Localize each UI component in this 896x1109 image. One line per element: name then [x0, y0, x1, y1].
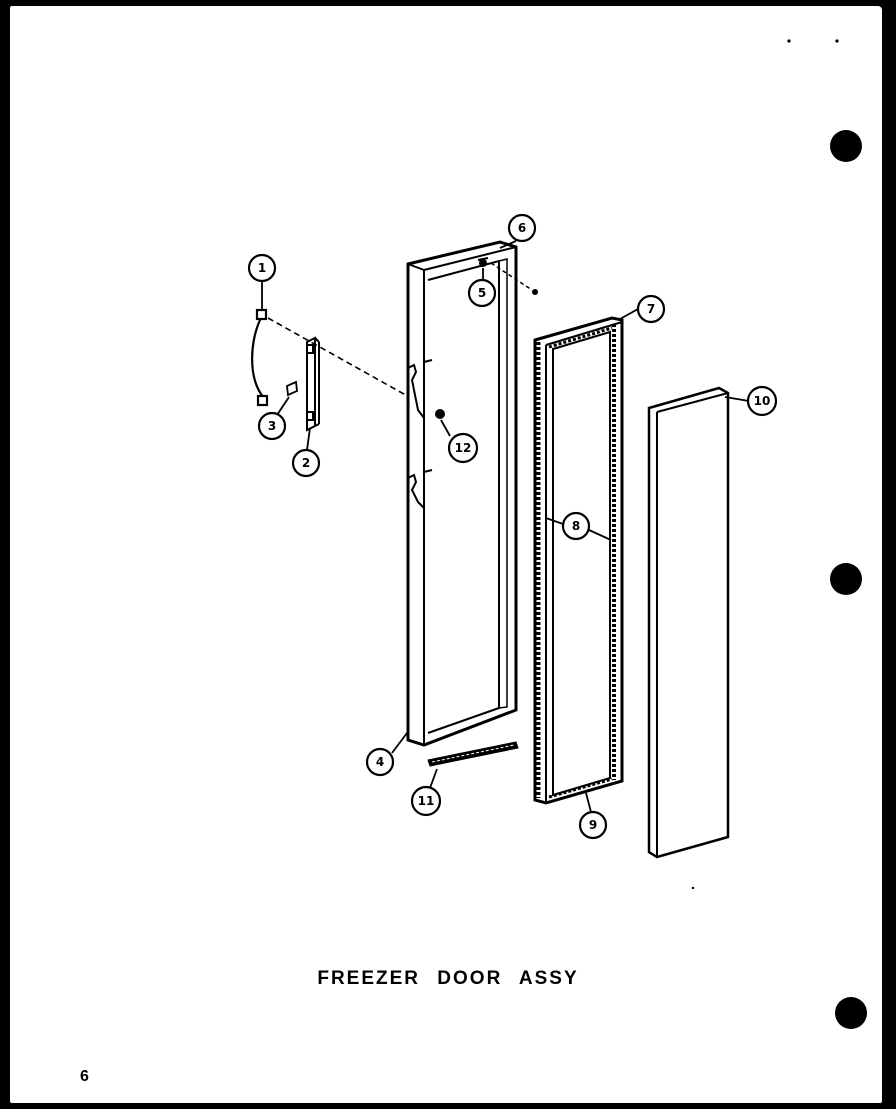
- callout-label: 9: [589, 818, 597, 832]
- callout-3: 3: [257, 411, 287, 441]
- top-clip-part: [477, 257, 489, 267]
- callout-label: 11: [418, 794, 435, 808]
- plug-button-part: [286, 380, 298, 397]
- speck: [787, 39, 791, 43]
- leader-lines: [261, 240, 750, 813]
- callout-label: 4: [376, 755, 384, 769]
- trim-strip-part: [427, 741, 519, 767]
- callout-label: 2: [302, 456, 310, 470]
- callout-label: 1: [258, 261, 266, 275]
- callout-2: 2: [291, 448, 321, 478]
- callout-label: 10: [754, 394, 771, 408]
- callout-label: 5: [478, 286, 486, 300]
- callout-label: 6: [518, 221, 526, 235]
- binder-hole: [830, 563, 862, 595]
- callout-12: 12: [447, 432, 479, 464]
- screw-part: [532, 289, 538, 295]
- callout-label: 7: [647, 302, 655, 316]
- callout-6: 6: [507, 213, 537, 243]
- diagram-title: FREEZER DOOR ASSY: [317, 968, 579, 989]
- inner-liner-gasket-part: [533, 316, 624, 805]
- speck: [835, 39, 839, 43]
- callout-label: 3: [268, 419, 276, 433]
- callout-8: 8: [561, 511, 591, 541]
- callout-label: 8: [572, 519, 580, 533]
- hinge-screw-part: [435, 409, 445, 419]
- screw-alignment-line: [490, 262, 533, 291]
- callout-7: 7: [636, 294, 666, 324]
- door-outer-panel-part: [406, 240, 518, 747]
- hinge-bracket-part: [306, 336, 320, 432]
- callout-5: 5: [467, 278, 497, 308]
- callout-11: 11: [410, 785, 442, 817]
- callout-10: 10: [746, 385, 778, 417]
- door-handle-part: [251, 308, 269, 407]
- callout-1: 1: [247, 253, 277, 283]
- callout-label: 12: [455, 441, 472, 455]
- door-panel-insert-part: [647, 386, 730, 859]
- callout-9: 9: [578, 810, 608, 840]
- binder-hole: [830, 130, 862, 162]
- speck: [691, 886, 695, 890]
- binder-hole: [835, 997, 867, 1029]
- page-number: 6: [80, 1068, 89, 1085]
- callout-4: 4: [365, 747, 395, 777]
